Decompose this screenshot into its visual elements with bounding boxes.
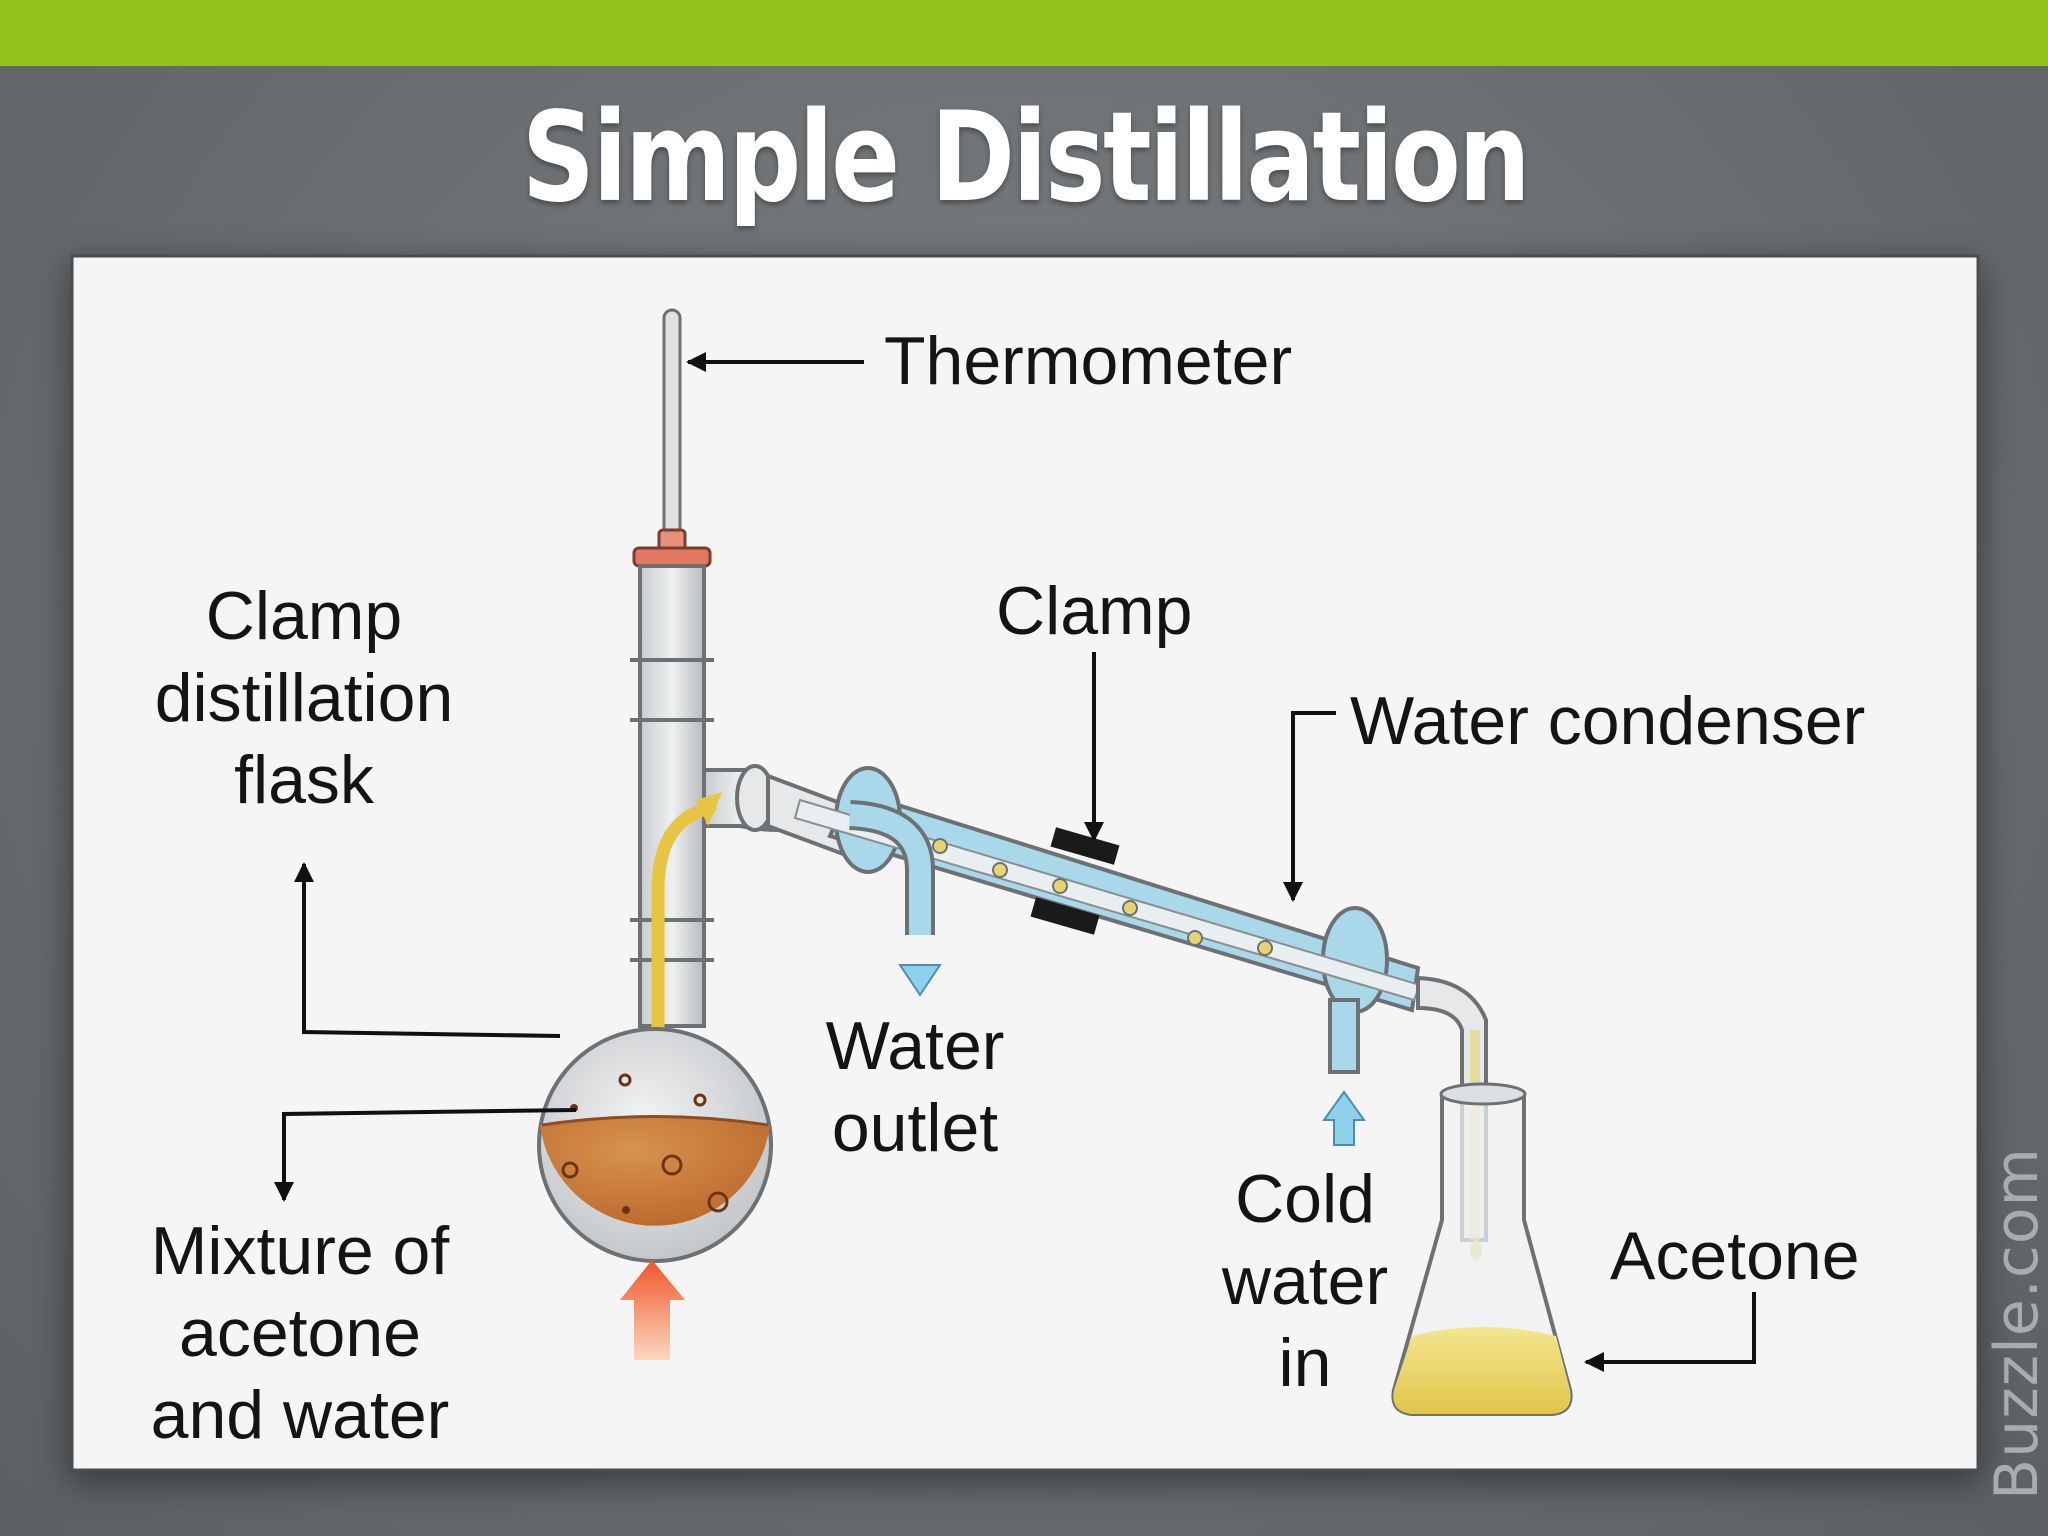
distillation-flask bbox=[537, 1027, 773, 1263]
label-cold-water-in-line-2: water bbox=[1221, 1243, 1389, 1319]
label-cold-water-in: Cold water in bbox=[1200, 1158, 1410, 1404]
water-outlet-arrow bbox=[898, 964, 942, 997]
leader-lines bbox=[274, 352, 1756, 1372]
vapour-arrow-head bbox=[696, 792, 722, 826]
watermark: Buzzle.com bbox=[1982, 1147, 2048, 1500]
label-clamp: Clamp bbox=[996, 573, 1193, 649]
label-clamp-distillation-flask: Clamp distillation flask bbox=[124, 575, 484, 821]
page-title: Simple Distillation bbox=[521, 86, 1531, 230]
cold-water-in-arrow bbox=[1322, 1090, 1366, 1146]
distillation-neck bbox=[630, 564, 714, 1028]
label-mixture-line-2: acetone bbox=[179, 1295, 421, 1371]
label-acetone: Acetone bbox=[1610, 1218, 1860, 1294]
cold-water-inlet-tube bbox=[1328, 998, 1360, 1074]
label-water-outlet-line-1: Water bbox=[825, 1008, 1005, 1084]
heat-arrow bbox=[620, 1260, 685, 1360]
label-water-condenser: Water condenser bbox=[1350, 683, 1866, 759]
vapour-path-arrow bbox=[651, 801, 717, 1067]
receiving-flask bbox=[1391, 1082, 1573, 1416]
label-thermometer: Thermometer bbox=[884, 323, 1293, 399]
label-mixture: Mixture of acetone and water bbox=[110, 1210, 490, 1456]
label-clamp-distillation-flask-line-2: distillation bbox=[154, 660, 454, 736]
label-clamp-distillation-flask-line-3: flask bbox=[234, 742, 374, 818]
label-mixture-line-1: Mixture of bbox=[150, 1213, 450, 1289]
label-clamp-distillation-flask-line-1: Clamp bbox=[205, 578, 403, 654]
top-accent-bar bbox=[0, 0, 2048, 66]
label-cold-water-in-line-3: in bbox=[1278, 1325, 1332, 1401]
label-water-outlet: Water outlet bbox=[790, 1005, 1040, 1169]
water-condenser bbox=[793, 766, 1422, 1014]
label-water-outlet-line-2: outlet bbox=[831, 1090, 999, 1166]
label-mixture-line-3: and water bbox=[150, 1377, 450, 1453]
label-cold-water-in-line-1: Cold bbox=[1235, 1161, 1375, 1237]
